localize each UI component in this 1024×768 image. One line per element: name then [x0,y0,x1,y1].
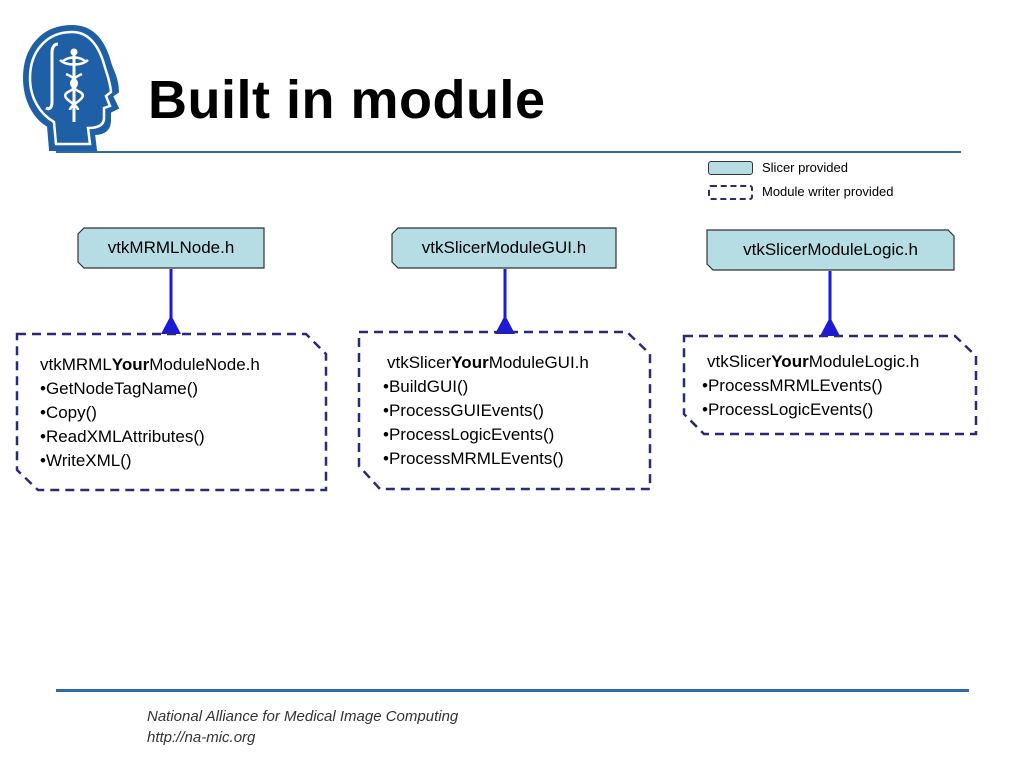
na-mic-logo [22,24,120,151]
method-item: •ReadXMLAttributes() [40,427,205,446]
header-box-module-gui [391,227,617,269]
footer-url: http://na-mic.org [147,729,256,746]
legend-slicer-provided: Slicer provided [708,159,848,177]
arrowhead-1 [161,315,181,334]
header-label-module-logic: vtkSlicerModuleLogic.h [743,240,918,259]
legend-module-writer-provided: Module writer provided [708,183,894,201]
header-box-mrml-node [77,227,265,269]
legend-module-writer-label: Module writer provided [762,184,894,199]
method-item: •WriteXML() [40,451,132,470]
legend-solid-swatch [708,161,753,175]
method-item: •ProcessMRMLEvents() [702,376,883,395]
footer-organization: National Alliance for Medical Image Comp… [147,708,459,725]
module-node-content: vtkMRMLYourModuleNode.h •GetNodeTagName(… [40,353,260,473]
arrowhead-2 [495,315,515,334]
module-logic-content: vtkSlicerYourModuleLogic.h •ProcessMRMLE… [702,350,919,422]
dashed-box-module-gui [357,330,652,491]
footer-divider [56,689,969,692]
footer: National Alliance for Medical Image Comp… [147,706,458,748]
dashed-box-module-node [15,332,328,492]
module-gui-content: vtkSlicerYourModuleGUI.h •BuildGUI() •Pr… [383,351,589,471]
module-node-filename: vtkMRMLYourModuleNode.h [40,355,260,374]
method-item: •GetNodeTagName() [40,379,199,398]
dashed-box-module-logic [682,334,978,436]
legend-slicer-provided-label: Slicer provided [762,160,848,175]
method-item: •ProcessGUIEvents() [383,401,544,420]
module-logic-filename: vtkSlicerYourModuleLogic.h [707,352,920,371]
header-label-mrml-node: vtkMRMLNode.h [107,238,235,257]
method-item: •BuildGUI() [383,377,469,396]
method-item: •ProcessLogicEvents() [702,400,874,419]
module-gui-filename: vtkSlicerYourModuleGUI.h [387,353,589,372]
method-item: •ProcessMRMLEvents() [383,449,564,468]
arrowhead-3 [820,317,840,336]
method-item: •ProcessLogicEvents() [383,425,555,444]
header-label-module-gui: vtkSlicerModuleGUI.h [421,238,587,257]
legend-dashed-swatch [708,184,753,200]
slide-title: Built in module [148,70,546,130]
title-divider [56,151,961,153]
method-item: •Copy() [40,403,97,422]
header-box-module-logic [706,229,955,271]
